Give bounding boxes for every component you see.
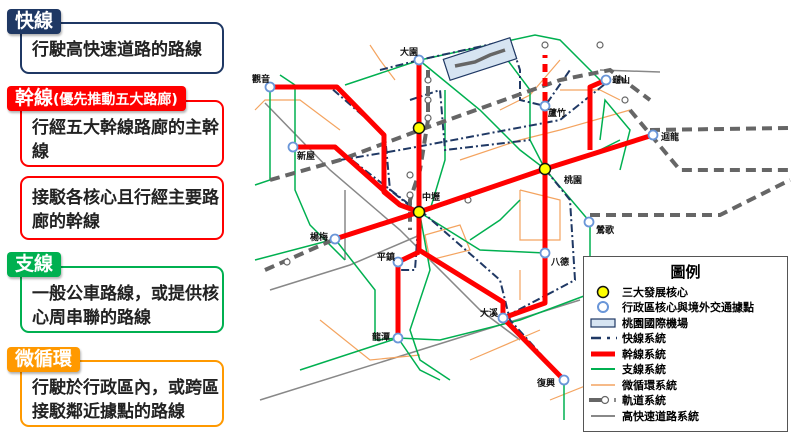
legend-label: 高快速道路系統 xyxy=(622,409,699,423)
label-guishan: 龜山 xyxy=(612,74,630,86)
micro-desc: 行駛於行政區內，或跨區接駁鄰近據點的路線 xyxy=(32,378,219,422)
green-line-icon xyxy=(584,365,622,373)
label-fuxing: 復興 xyxy=(536,377,555,389)
legend-label: 行政區核心與境外交通據點 xyxy=(622,301,754,315)
yellow-core-circle-icon xyxy=(584,285,622,299)
label-daxi: 大溪 xyxy=(480,307,499,319)
label-yangmei: 楊梅 xyxy=(310,231,328,243)
label-yingge: 鶯歌 xyxy=(596,224,615,236)
branch-tab: 支線 xyxy=(7,252,62,277)
legend-item: 快線系統 xyxy=(584,331,787,347)
legend-label: 三大發展核心 xyxy=(622,285,688,299)
blue-node-circle-icon xyxy=(584,300,622,314)
legend-label: 幹線系統 xyxy=(622,347,666,361)
label-zhongli: 中壢 xyxy=(422,191,440,203)
express-tab: 快線 xyxy=(7,9,62,34)
branch-lines xyxy=(254,34,631,420)
trunk-desc2: 接駁各核心且行經主要路廊的幹線 xyxy=(32,188,219,232)
label-longtan: 龍潭 xyxy=(372,331,390,343)
label-pingzhen: 平鎮 xyxy=(377,251,395,263)
node-labels: 大園 觀音 新屋 龜山 迴龍 蘆竹 桃園 中壢 楊梅 平鎮 八德 鶯歌 大溪 龍… xyxy=(252,46,679,389)
branch-desc: 一般公車路線，或提供核心周串聯的路線 xyxy=(32,284,219,328)
label-guanyin: 觀音 xyxy=(252,73,270,85)
airport xyxy=(442,36,518,82)
micro-lines xyxy=(254,44,631,401)
legend-item: 高快速道路系統 xyxy=(584,408,787,424)
orange-line-icon xyxy=(584,381,622,389)
rail-stations xyxy=(283,41,629,266)
label-luzhu: 蘆竹 xyxy=(548,107,566,119)
district-nodes xyxy=(264,54,659,386)
express-desc: 行駛高快速道路的路線 xyxy=(32,40,202,60)
trunk-tab: 幹線(優先推動五大路廊) xyxy=(7,86,186,111)
legend-label: 支線系統 xyxy=(622,363,666,377)
legend-item: 幹線系統 xyxy=(584,346,787,362)
label-huilong: 迴龍 xyxy=(660,131,679,143)
trunk-desc: 行經五大幹線路廊的主幹線 xyxy=(32,118,219,162)
red-thick-line-icon xyxy=(584,350,622,358)
trunk-note: (優先推動五大路廊) xyxy=(53,92,178,108)
legend-label: 微循環系統 xyxy=(622,378,677,392)
label-xinwu: 新屋 xyxy=(297,150,315,162)
trunk-feeder-box: 接駁各核心且行經主要路廊的幹線 xyxy=(20,176,224,240)
legend-title: 圖例 xyxy=(670,263,701,281)
airport-rect-icon xyxy=(584,317,622,329)
trunk-main-box: 行經五大幹線路廊的主幹線 xyxy=(20,100,224,167)
label-bade: 八德 xyxy=(550,256,569,268)
express-lines xyxy=(270,38,611,381)
micro-tab: 微循環 xyxy=(7,347,81,372)
trunk-title: 幹線 xyxy=(15,87,54,109)
transit-network-map: 大園 觀音 新屋 龜山 迴龍 蘆竹 桃園 中壢 楊梅 平鎮 八德 鶯歌 大溪 龍… xyxy=(252,34,791,420)
legend-item: 桃園國際機場 xyxy=(584,315,787,331)
label-taoyuan: 桃園 xyxy=(564,174,582,186)
legend: 圖例 三大發展核心 行政區核心與境外交通據點 桃園國際機場 快線系統 幹線系統 … xyxy=(583,256,788,432)
branch-box: 一般公車路線，或提供核心周串聯的路線 xyxy=(20,266,224,333)
legend-item: 軌道系統 xyxy=(584,393,787,409)
core-nodes xyxy=(412,121,552,219)
legend-item: 支線系統 xyxy=(584,362,787,378)
legend-item: 三大發展核心 xyxy=(584,284,787,300)
legend-item: 行政區核心與境外交通據點 xyxy=(584,300,787,316)
legend-item: 微循環系統 xyxy=(584,377,787,393)
gray-line-icon xyxy=(584,412,622,420)
label-dayuan: 大園 xyxy=(400,46,418,58)
rail-line-icon xyxy=(584,394,622,406)
navy-dashdot-line-icon xyxy=(584,334,622,342)
legend-label: 軌道系統 xyxy=(622,394,666,408)
legend-label: 桃園國際機場 xyxy=(622,316,688,330)
legend-label: 快線系統 xyxy=(622,332,666,346)
express-box: 行駛高快速道路的路線 xyxy=(20,22,224,74)
